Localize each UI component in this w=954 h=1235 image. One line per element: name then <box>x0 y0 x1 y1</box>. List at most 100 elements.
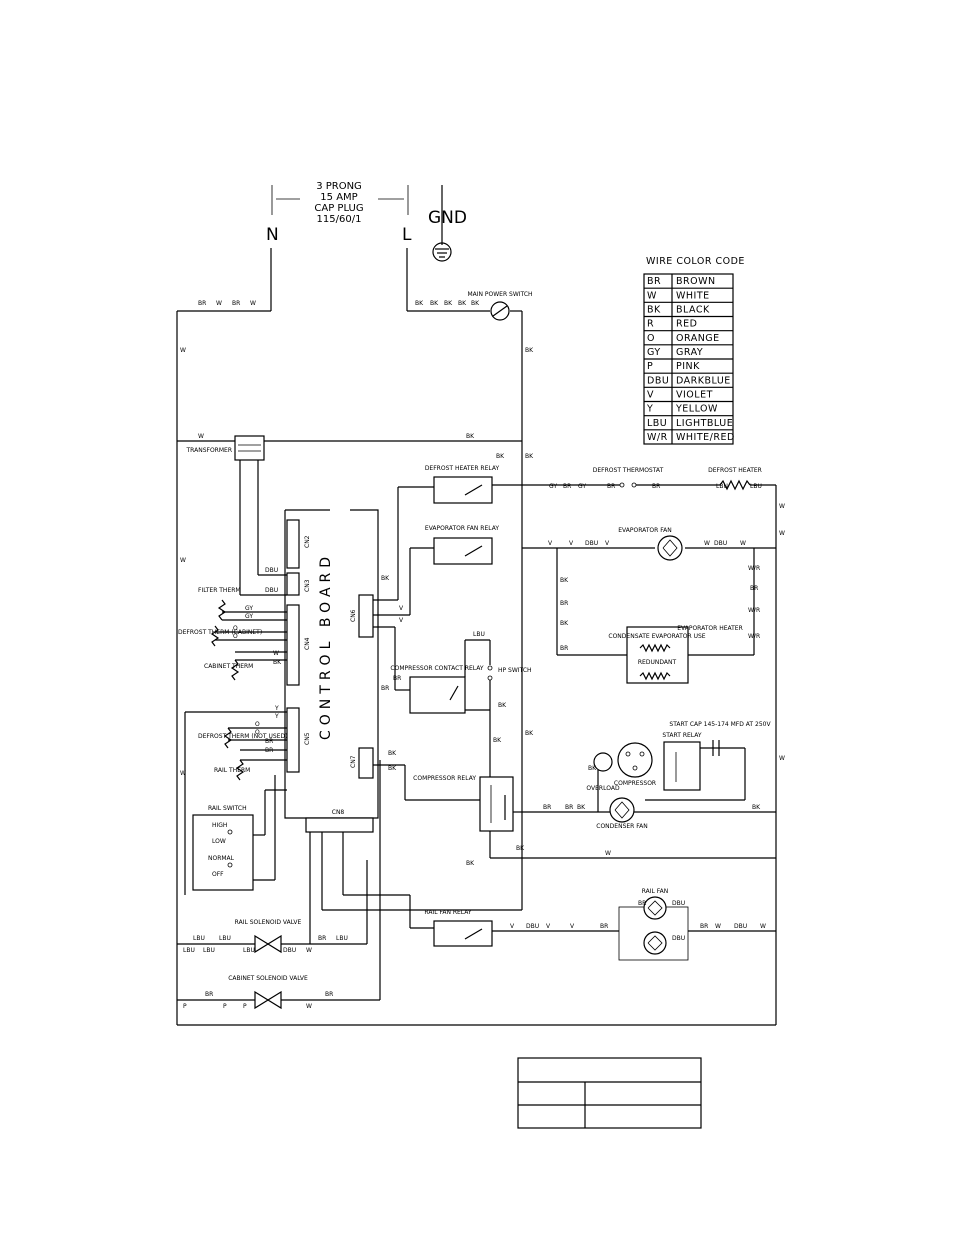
svg-text:BR: BR <box>198 300 206 307</box>
svg-text:GY: GY <box>245 613 253 620</box>
svg-text:BR: BR <box>393 675 401 682</box>
svg-text:V: V <box>548 540 553 547</box>
cabinet-therm: CABINET THERM <box>204 659 253 681</box>
legend-code: GY <box>647 347 661 358</box>
svg-text:DEFROST HEATER RELAY: DEFROST HEATER RELAY <box>425 465 500 472</box>
svg-text:Y: Y <box>274 713 279 720</box>
svg-text:W: W <box>779 530 785 537</box>
svg-text:Y: Y <box>274 705 279 712</box>
rail-switch-normal: NORMAL <box>208 855 235 862</box>
svg-text:BK: BK <box>493 737 502 744</box>
svg-text:W: W <box>180 770 186 777</box>
svg-text:O: O <box>233 625 238 632</box>
svg-text:LBU: LBU <box>473 631 485 638</box>
svg-text:CONDENSER FAN: CONDENSER FAN <box>596 823 647 830</box>
rail-switch-high: HIGH <box>212 822 227 829</box>
svg-text:REDUNDANT: REDUNDANT <box>638 659 677 666</box>
defrost-heater-relay: DEFROST HEATER RELAY <box>373 465 522 601</box>
svg-text:BR: BR <box>325 991 333 998</box>
svg-text:LBU: LBU <box>203 947 215 954</box>
legend-color-name: BROWN <box>676 276 716 287</box>
svg-text:W: W <box>306 1003 312 1010</box>
power-plug: 3 PRONG 15 AMP CAP PLUG 115/60/1 N L GND <box>266 181 467 262</box>
svg-text:LBU: LBU <box>193 935 205 942</box>
legend-code: V <box>647 390 654 401</box>
svg-text:GY: GY <box>245 605 253 612</box>
legend-color-name: DARKBLUE <box>676 375 731 386</box>
plug-label-4: 115/60/1 <box>317 214 362 225</box>
legend-code: P <box>647 361 653 372</box>
svg-text:BK: BK <box>560 577 569 584</box>
svg-text:O: O <box>255 721 260 728</box>
svg-text:BR: BR <box>560 645 568 652</box>
svg-text:V: V <box>399 617 404 624</box>
neutral-label: N <box>266 225 279 245</box>
svg-text:COMPRESSOR RELAY: COMPRESSOR RELAY <box>413 775 476 782</box>
legend-color-name: BLACK <box>676 305 710 316</box>
svg-text:W: W <box>760 923 766 930</box>
rail-solenoid-valve: RAIL SOLENOID VALVE <box>235 919 302 954</box>
svg-text:DEFROST THERMOSTAT: DEFROST THERMOSTAT <box>593 467 664 474</box>
svg-text:BK: BK <box>466 433 475 440</box>
legend-code: Y <box>646 404 653 415</box>
svg-text:W/R: W/R <box>748 565 760 572</box>
legend-color-name: YELLOW <box>675 404 718 415</box>
svg-text:DBU: DBU <box>265 587 278 594</box>
hp-switch: HP SWITCH <box>464 639 532 710</box>
svg-text:START CAP 145-174 MFD AT 250V: START CAP 145-174 MFD AT 250V <box>669 721 771 728</box>
legend-color-name: LIGHTBLUE <box>676 418 733 429</box>
start-relay: START RELAY <box>662 732 702 791</box>
svg-text:BR: BR <box>560 600 568 607</box>
svg-text:GY: GY <box>549 483 557 490</box>
svg-text:DBU: DBU <box>672 900 685 907</box>
svg-text:BK: BK <box>525 730 534 737</box>
rail-switch-low: LOW <box>212 838 226 845</box>
connector-cn7: CN7 <box>350 755 357 768</box>
svg-text:FILTER THERM: FILTER THERM <box>198 587 241 594</box>
legend-code: W/R <box>647 432 668 443</box>
svg-text:BR: BR <box>652 483 660 490</box>
rail-fan-relay: RAIL FAN RELAY <box>309 832 522 947</box>
evaporator-fan: EVAPORATOR FAN <box>618 527 683 561</box>
svg-text:CABINET THERM: CABINET THERM <box>204 663 253 670</box>
svg-text:BK: BK <box>466 860 475 867</box>
svg-text:V: V <box>546 923 551 930</box>
condensate-heater: CONDENSATE EVAPORATOR USE REDUNDANT EVAP… <box>608 625 743 684</box>
svg-text:COMPRESSOR CONTACT RELAY: COMPRESSOR CONTACT RELAY <box>390 665 484 672</box>
plug-label-3: CAP PLUG <box>314 203 363 214</box>
compressor: COMPRESSOR <box>614 742 656 787</box>
svg-text:BK: BK <box>560 620 569 627</box>
svg-text:BK: BK <box>458 300 467 307</box>
compressor-overload: OVERLOAD <box>586 752 620 792</box>
svg-text:W: W <box>605 850 611 857</box>
legend-color-name: WHITE <box>676 290 710 301</box>
svg-text:LBU: LBU <box>750 483 762 490</box>
svg-text:BR: BR <box>638 900 646 907</box>
rail-switch-off: OFF <box>212 871 224 878</box>
svg-text:DEFROST THERM (NOT USED): DEFROST THERM (NOT USED) <box>198 733 287 740</box>
svg-text:BR: BR <box>750 585 758 592</box>
svg-text:COMPRESSOR: COMPRESSOR <box>614 780 656 787</box>
svg-text:V: V <box>510 923 515 930</box>
svg-text:DBU: DBU <box>526 923 539 930</box>
legend-color-name: WHITE/RED <box>676 432 735 443</box>
control-board-label: CONTROL BOARD <box>318 552 334 740</box>
ground-label: GND <box>428 208 467 228</box>
svg-text:BK: BK <box>525 347 534 354</box>
svg-text:W: W <box>250 300 256 307</box>
svg-text:DBU: DBU <box>672 935 685 942</box>
svg-text:BR: BR <box>600 923 608 930</box>
condenser-fan: CONDENSER FAN <box>596 797 648 830</box>
svg-text:W: W <box>216 300 222 307</box>
transformer-label: TRANSFORMER <box>186 447 232 454</box>
main-power-switch: MAIN POWER SWITCH <box>467 291 533 321</box>
svg-text:W: W <box>779 503 785 510</box>
svg-text:OVERLOAD: OVERLOAD <box>586 785 620 792</box>
svg-text:W: W <box>306 947 312 954</box>
svg-text:BK: BK <box>388 765 397 772</box>
svg-text:LBU: LBU <box>219 935 231 942</box>
title-block <box>517 1057 702 1129</box>
svg-text:BR: BR <box>565 804 573 811</box>
svg-text:W/R: W/R <box>748 607 760 614</box>
